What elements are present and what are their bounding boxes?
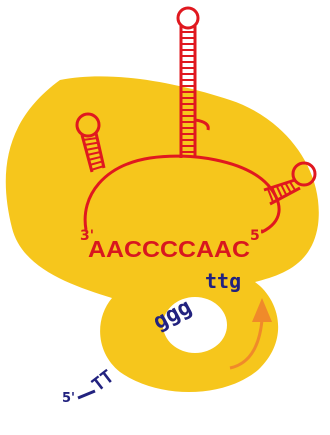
dna-end-bases: ttg — [205, 269, 241, 293]
hairpin-loop — [178, 8, 198, 28]
template-5prime-label: 5' — [250, 228, 264, 244]
dna-5prime-label: 5' — [62, 391, 75, 406]
dna-5prime-tail — [78, 391, 95, 398]
hairpin-stem — [181, 32, 195, 152]
protein-body — [6, 76, 319, 392]
template-sequence: AACCCCAAC — [88, 236, 250, 262]
